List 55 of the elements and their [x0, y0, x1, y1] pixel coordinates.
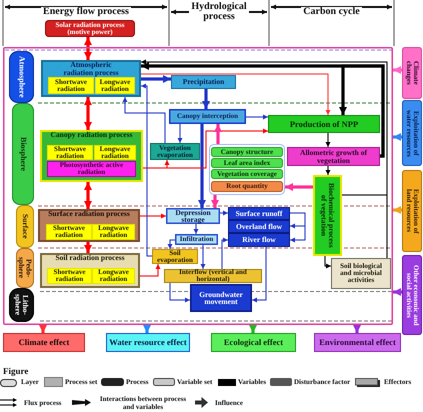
arrow: [178, 124, 182, 144]
arrow: [214, 124, 222, 144]
arrow: [393, 206, 402, 214]
arrow: [220, 210, 228, 216]
arrow: [170, 282, 190, 302]
process-set-panel: [38, 209, 140, 242]
arrow: [122, 96, 166, 144]
arrow: [285, 183, 313, 191]
arrow: [140, 74, 330, 116]
arrow: [326, 132, 330, 148]
arrow: [140, 84, 152, 256]
process-set-panel: [40, 253, 140, 288]
double-arrow: [84, 182, 92, 209]
effect-box: Water resource effect: [106, 333, 190, 352]
arrow: [252, 246, 266, 302]
arrow: [143, 325, 151, 333]
arrow: [140, 60, 388, 196]
arrow: [339, 64, 385, 158]
arrow: [393, 133, 402, 141]
variable-set-panel: [209, 144, 285, 195]
arrow: [222, 238, 228, 270]
process-box: Production of NPP: [268, 115, 380, 133]
arrow: [202, 89, 210, 109]
arrow: [211, 195, 219, 208]
process-set-panel: [40, 130, 143, 182]
system-frame: [3, 47, 393, 325]
effect-box: Ecological effect: [211, 333, 296, 352]
layer-bar: Biosphere: [12, 103, 34, 205]
arrow: [324, 256, 332, 268]
arrow: [84, 242, 92, 253]
arrow: [326, 166, 330, 176]
double-arrow: [84, 97, 92, 130]
double-arrow: [84, 37, 92, 60]
arrow: [168, 240, 176, 250]
arrow: [140, 214, 166, 218]
arrow: [141, 75, 171, 83]
arrow: [39, 325, 47, 333]
effect-box: Environmental effect: [314, 333, 401, 352]
column-heading: Carbon cycle: [301, 7, 362, 17]
process-set-panel: [41, 60, 141, 97]
arrow: [200, 244, 206, 270]
arrow: [140, 264, 160, 276]
arrow: [290, 212, 306, 242]
arrow: [142, 128, 268, 168]
arrow: [198, 124, 206, 208]
arrow: [194, 224, 198, 234]
arrow: [246, 114, 268, 120]
arrow: [353, 325, 361, 333]
column-heading: Hydrological process: [189, 2, 249, 22]
effect-box: Climate effect: [3, 333, 85, 352]
legend-heading: Figure: [1, 366, 30, 376]
arrow: [249, 325, 257, 333]
column-heading: Energy flow process: [41, 7, 131, 17]
arrow: [393, 66, 402, 74]
layer-bar: Atmosphere: [9, 51, 34, 103]
